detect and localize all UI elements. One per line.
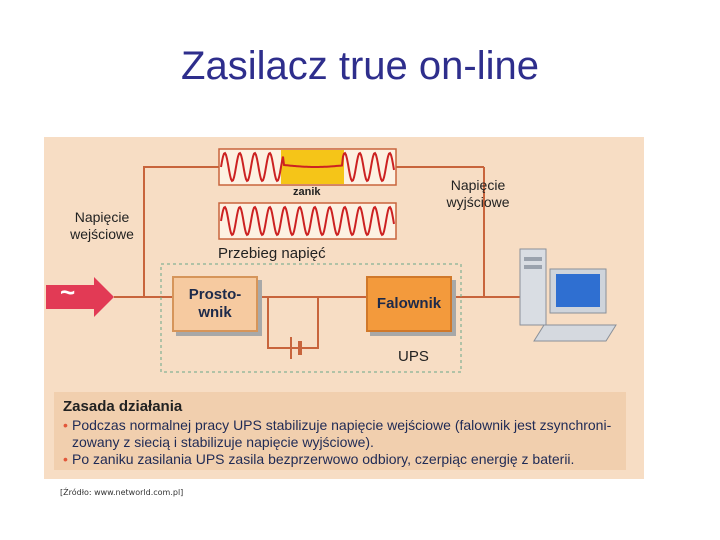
ups-label: UPS bbox=[398, 348, 429, 365]
rectifier-label: Prosto-wnik bbox=[188, 286, 242, 321]
principle-box: Zasada działania •Podczas normalnej prac… bbox=[54, 392, 626, 470]
principle-item: •Podczas normalnej pracy UPS stabilizuje… bbox=[63, 417, 612, 450]
outage-label: zanik bbox=[293, 186, 321, 198]
battery-icon bbox=[268, 337, 318, 359]
waveform-label: Przebieg napięć bbox=[218, 245, 326, 262]
principle-item: •Po zaniku zasilania UPS zasila bezprzer… bbox=[63, 451, 575, 467]
principle-heading: Zasada działania bbox=[63, 398, 183, 415]
inverter-block: Falownik bbox=[366, 276, 452, 332]
ac-source-arrow-icon bbox=[46, 277, 114, 317]
computer-icon bbox=[519, 248, 617, 342]
source-note: [Źródło: www.networld.com.pl] bbox=[60, 488, 184, 497]
rectifier-block: Prosto-wnik bbox=[172, 276, 258, 332]
ups-boundary bbox=[160, 263, 462, 373]
input-voltage-label: Napięcie wejściowe bbox=[70, 209, 134, 242]
slide-title: Zasilacz true on-line bbox=[181, 44, 539, 88]
waveform-bottom bbox=[218, 202, 397, 240]
waveform-top bbox=[218, 148, 397, 186]
inverter-label: Falownik bbox=[376, 295, 442, 312]
ac-symbol: ~ bbox=[60, 277, 76, 307]
ups-diagram bbox=[46, 148, 617, 373]
output-voltage-label: Napięcie wyjściowe bbox=[446, 177, 510, 210]
principle-list: •Podczas normalnej pracy UPS stabilizuje… bbox=[63, 417, 623, 468]
